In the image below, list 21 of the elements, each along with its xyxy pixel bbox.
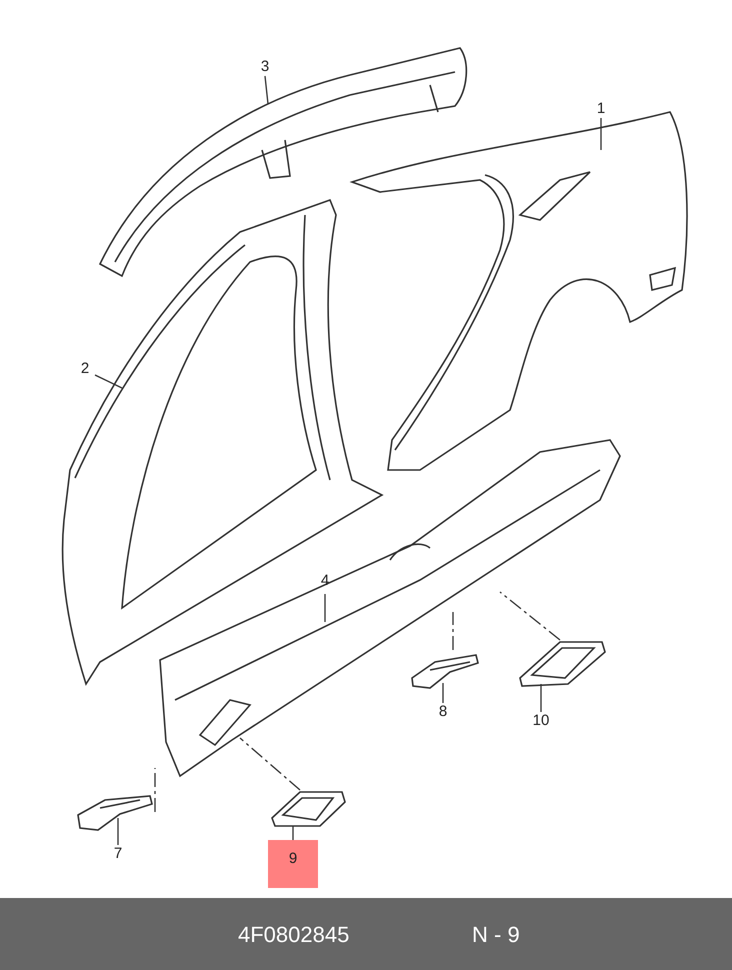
- leader-line: [442, 683, 444, 703]
- page-reference: N - 9: [472, 922, 520, 948]
- callout-number: 1: [594, 100, 608, 118]
- dashed-line: [240, 738, 300, 790]
- leader-line: [292, 826, 294, 840]
- callout-number: 3: [258, 58, 272, 76]
- callout-number: 7: [111, 845, 125, 863]
- dashed-line: [500, 592, 560, 640]
- leader-line: [324, 594, 326, 622]
- callout-number: 8: [436, 703, 450, 721]
- leader-line: [600, 118, 602, 150]
- callout-number: 2: [78, 360, 92, 378]
- leader-line: [264, 76, 269, 104]
- callout-number: 10: [531, 712, 551, 730]
- leader-line: [94, 374, 122, 389]
- dashed-line: [452, 612, 454, 650]
- part-number: 4F0802845: [238, 922, 350, 948]
- callout-number: 9: [268, 840, 318, 888]
- dashed-line: [154, 768, 156, 812]
- leader-line: [117, 818, 119, 845]
- leader-line: [540, 684, 542, 712]
